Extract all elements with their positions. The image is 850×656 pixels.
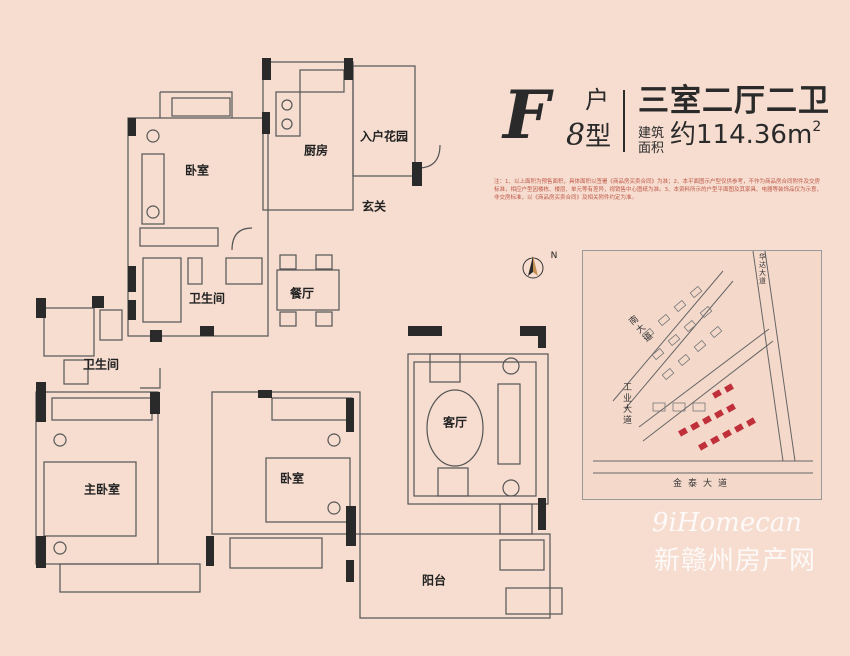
north-label: N — [550, 251, 558, 261]
north-arrow-icon — [522, 256, 544, 279]
area-value: 约114.36m2 — [670, 119, 822, 150]
unit-type: 8型 — [566, 121, 611, 151]
room-label-dining: 餐厅 — [289, 286, 315, 301]
location-map: 南大道 工业大道 金泰大道 华达大道 — [582, 250, 822, 500]
map-road-left: 工业大道 — [623, 383, 633, 426]
area-label: 建筑面积 — [638, 126, 665, 156]
unit-layout: 三室二厅二卫 — [638, 83, 830, 119]
unit-hu: 户 — [585, 86, 609, 114]
room-label-entry-garden: 入户花园 — [359, 129, 409, 144]
room-label-kitchen: 厨房 — [303, 143, 329, 158]
room-label-master-bedroom: 主卧室 — [83, 482, 121, 497]
unit-type-char: 型 — [585, 122, 612, 152]
unit-letter: F — [503, 76, 550, 154]
room-label-foyer: 玄关 — [361, 199, 387, 214]
room-label-bedroom-top: 卧室 — [184, 163, 210, 178]
map-road-bottom: 金泰大道 — [673, 479, 734, 489]
unit-type-number: 8 — [566, 118, 586, 153]
map-road-corner: 华达大道 — [759, 253, 766, 285]
watermark-latin: 9iHomecan — [652, 508, 803, 538]
room-label-bedroom-mid: 卧室 — [279, 471, 305, 486]
room-label-balcony: 阳台 — [421, 573, 447, 588]
area-number: 约114.36m — [670, 120, 813, 150]
disclaimer-note: 注：1、以上面积为预售面积，具体面积以签署《商品房买卖合同》为准；2、本平面图示… — [494, 179, 823, 201]
room-label-bath-1: 卫生间 — [188, 291, 226, 306]
area-superscript: 2 — [812, 119, 822, 135]
room-label-bath-2: 卫生间 — [82, 357, 120, 372]
title-divider — [623, 90, 625, 152]
location-map-drawing — [593, 251, 813, 474]
room-label-living: 客厅 — [442, 415, 468, 430]
watermark-chinese: 新赣州房产网 — [654, 546, 817, 576]
